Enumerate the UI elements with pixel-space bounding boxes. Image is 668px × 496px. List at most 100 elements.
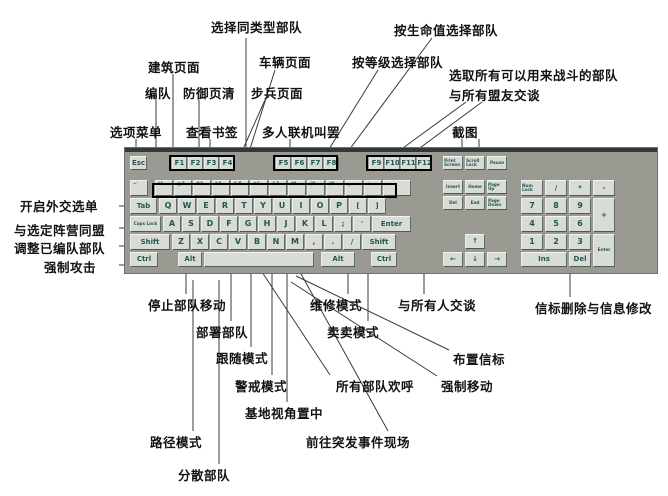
- key-f9[interactable]: F9: [369, 156, 384, 170]
- key-shift[interactable]: Shift: [130, 234, 170, 250]
- key-q[interactable]: Q: [159, 198, 177, 214]
- key-[interactable]: ←: [383, 180, 411, 196]
- key-space[interactable]: *: [569, 180, 591, 196]
- key-ctrl[interactable]: Ctrl: [371, 252, 397, 267]
- key-space[interactable]: .: [324, 234, 342, 250]
- key-9[interactable]: (9: [307, 180, 325, 196]
- key-v[interactable]: V: [229, 234, 247, 250]
- key-7[interactable]: &7: [269, 180, 287, 196]
- key-k[interactable]: K: [296, 216, 314, 232]
- key-del[interactable]: Del: [443, 196, 463, 210]
- key-space[interactable]: ;: [334, 216, 352, 232]
- key-y[interactable]: Y: [254, 198, 272, 214]
- key-pause[interactable]: Pause: [487, 156, 507, 170]
- key-s[interactable]: S: [182, 216, 200, 232]
- key-6[interactable]: ^6: [250, 180, 268, 196]
- key-shift[interactable]: Shift: [362, 234, 396, 250]
- key-space[interactable]: →: [487, 252, 507, 267]
- key-home[interactable]: Home: [465, 180, 485, 194]
- key-p[interactable]: P: [330, 198, 348, 214]
- key-enter[interactable]: Enter: [593, 234, 615, 267]
- key-3[interactable]: #3: [193, 180, 211, 196]
- key-f1[interactable]: F1: [172, 156, 187, 170]
- key-space[interactable]: ←: [443, 252, 463, 267]
- key-del[interactable]: Del: [569, 252, 591, 267]
- key-space[interactable]: ↑: [465, 234, 485, 249]
- key-2[interactable]: @2: [174, 180, 192, 196]
- key-f11[interactable]: F11: [401, 156, 416, 170]
- key-m[interactable]: M: [286, 234, 304, 250]
- key-space[interactable]: +: [593, 198, 615, 232]
- key-f5[interactable]: F5: [276, 156, 291, 170]
- key-space[interactable]: /: [545, 180, 567, 196]
- key-i[interactable]: I: [292, 198, 310, 214]
- key-2[interactable]: 2: [545, 234, 567, 250]
- key-[interactable]: _-: [345, 180, 363, 196]
- key-j[interactable]: J: [277, 216, 295, 232]
- key-space[interactable]: -: [593, 180, 615, 196]
- key-l[interactable]: L: [315, 216, 333, 232]
- key-enter[interactable]: Enter: [372, 216, 411, 232]
- key-space[interactable]: ]: [368, 198, 386, 214]
- key-3[interactable]: 3: [569, 234, 591, 250]
- key-8[interactable]: 8: [545, 198, 567, 214]
- key-0[interactable]: )0: [326, 180, 344, 196]
- key-f8[interactable]: F8: [324, 156, 339, 170]
- key-ins[interactable]: Ins: [521, 252, 567, 267]
- key-e[interactable]: E: [197, 198, 215, 214]
- key-1[interactable]: 1: [521, 234, 543, 250]
- key-t[interactable]: T: [235, 198, 253, 214]
- key-h[interactable]: H: [258, 216, 276, 232]
- key-space[interactable]: /: [343, 234, 361, 250]
- key-n[interactable]: N: [267, 234, 285, 250]
- key-5[interactable]: 5: [545, 216, 567, 232]
- key-tab[interactable]: Tab: [130, 198, 157, 214]
- key-alt[interactable]: Alt: [178, 252, 202, 267]
- key-b[interactable]: B: [248, 234, 266, 250]
- key-9[interactable]: 9: [569, 198, 591, 214]
- key-f3[interactable]: F3: [204, 156, 219, 170]
- key-page-up[interactable]: Page Up: [487, 180, 507, 194]
- key-space[interactable]: [: [349, 198, 367, 214]
- key-insert[interactable]: Insert: [443, 180, 463, 194]
- key-f6[interactable]: F6: [292, 156, 307, 170]
- key-6[interactable]: 6: [569, 216, 591, 232]
- key-[interactable]: +=: [364, 180, 382, 196]
- key-page-down[interactable]: Page Down: [487, 196, 507, 210]
- key-w[interactable]: W: [178, 198, 196, 214]
- key-f[interactable]: F: [220, 216, 238, 232]
- key-end[interactable]: End: [465, 196, 485, 210]
- key-space[interactable]: ↓: [465, 252, 485, 267]
- key-8[interactable]: *8: [288, 180, 306, 196]
- key-ctrl[interactable]: Ctrl: [130, 252, 158, 267]
- key-f7[interactable]: F7: [308, 156, 323, 170]
- key-caps-lock[interactable]: Caps Lock: [130, 216, 161, 232]
- key-f10[interactable]: F10: [385, 156, 400, 170]
- key-z[interactable]: Z: [172, 234, 190, 250]
- key-g[interactable]: G: [239, 216, 257, 232]
- key-d[interactable]: D: [201, 216, 219, 232]
- key-4[interactable]: $4: [212, 180, 230, 196]
- key-f2[interactable]: F2: [188, 156, 203, 170]
- key-alt[interactable]: Alt: [321, 252, 355, 267]
- key-num-lock[interactable]: Num Lock: [521, 180, 543, 196]
- key-c[interactable]: C: [210, 234, 228, 250]
- key-5[interactable]: %5: [231, 180, 249, 196]
- key-[interactable]: ~`: [130, 180, 148, 196]
- key-7[interactable]: 7: [521, 198, 543, 214]
- key-print-screen[interactable]: Print Screen: [443, 156, 463, 170]
- key-r[interactable]: R: [216, 198, 234, 214]
- key-space[interactable]: ': [353, 216, 371, 232]
- key-esc[interactable]: Esc: [130, 156, 147, 170]
- key-space[interactable]: ,: [305, 234, 323, 250]
- key-1[interactable]: !1: [155, 180, 173, 196]
- key-space[interactable]: [204, 252, 314, 267]
- key-x[interactable]: X: [191, 234, 209, 250]
- key-a[interactable]: A: [163, 216, 181, 232]
- key-scroll-lock[interactable]: Scroll Lock: [465, 156, 485, 170]
- key-4[interactable]: 4: [521, 216, 543, 232]
- key-f12[interactable]: F12: [417, 156, 432, 170]
- key-o[interactable]: O: [311, 198, 329, 214]
- key-u[interactable]: U: [273, 198, 291, 214]
- key-f4[interactable]: F4: [220, 156, 235, 170]
